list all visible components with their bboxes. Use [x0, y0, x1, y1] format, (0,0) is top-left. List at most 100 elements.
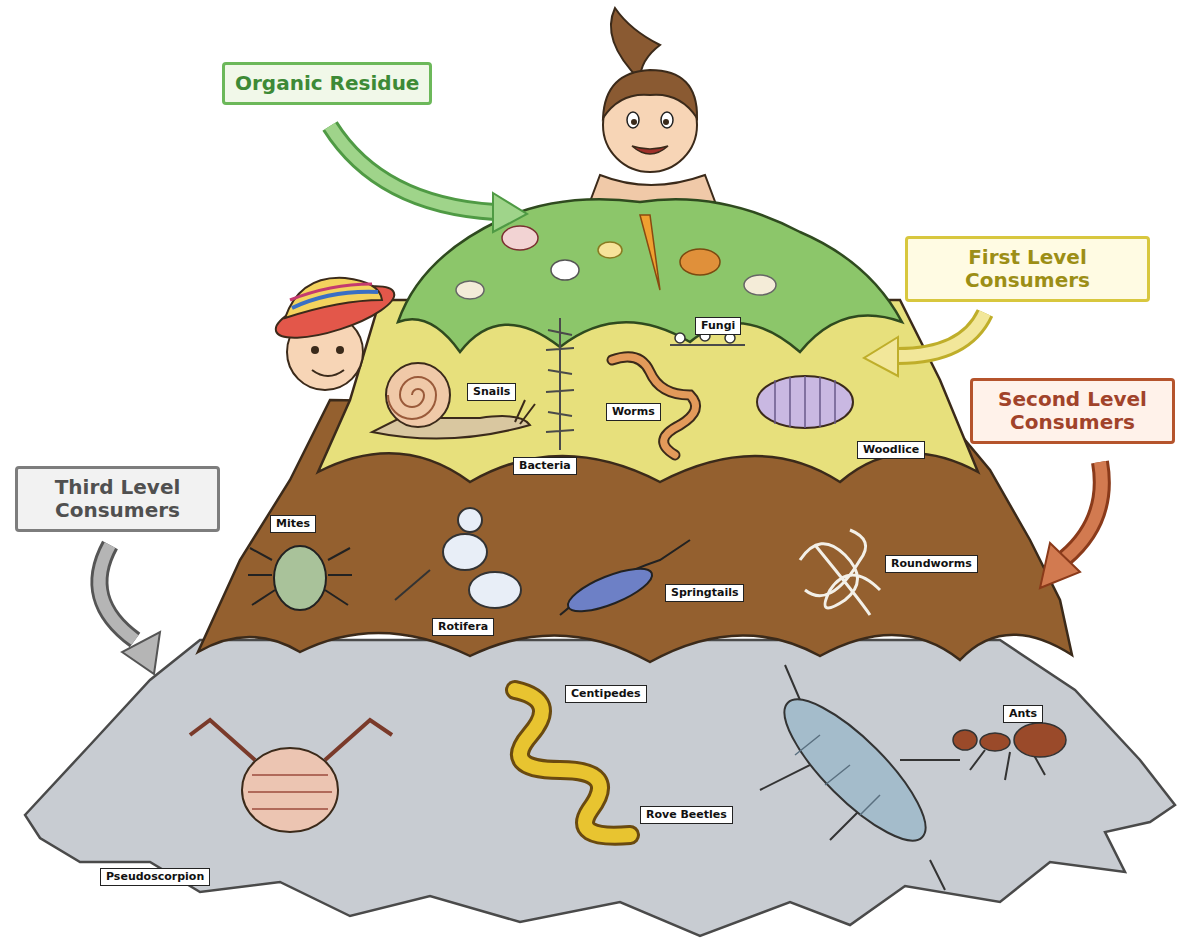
creature-label: Rotifera [432, 618, 494, 636]
label-text: Rotifera [438, 620, 488, 634]
snail-figure-part [386, 363, 450, 427]
centipede-figure-part [515, 690, 630, 836]
creature-label: Fungi [695, 317, 741, 335]
rotifera-figure-part [458, 508, 482, 532]
organic-residue-mound-part [680, 249, 720, 275]
snail-figure-part [515, 400, 535, 424]
callout-text: Second Level Consumers [983, 388, 1162, 434]
label-text: Woodlice [863, 443, 919, 457]
creature-label: Rove Beetles [640, 806, 733, 824]
third-level-band [25, 640, 1175, 936]
springtail-figure-part [563, 560, 657, 620]
creature-label: Roundworms [885, 555, 978, 573]
mite-figure [248, 546, 352, 610]
boy-figure-part [312, 370, 344, 376]
snail-figure-part [372, 416, 530, 438]
rotifera-figure [395, 508, 521, 608]
girl-figure-part [663, 119, 669, 125]
creature-label: Worms [606, 403, 661, 421]
fungi-figure-part [670, 344, 745, 346]
girl-figure-part [603, 70, 697, 118]
organic-residue-mound [398, 199, 902, 352]
boy-figure-part [311, 346, 319, 354]
ant-figure [953, 723, 1066, 780]
creature-label: Pseudoscorpion [100, 868, 210, 886]
fungi-figure-part [675, 333, 685, 343]
first-level-band [318, 300, 978, 482]
label-text: Centipedes [571, 687, 641, 701]
worm-figure-part [612, 357, 696, 455]
organic-residue-mound-part [398, 199, 902, 352]
ant-figure-part [953, 730, 977, 750]
rove-beetle-figure [760, 665, 960, 890]
rove-beetle-figure-part [760, 665, 960, 890]
roundworms-figure [800, 530, 880, 615]
third-level-arrow-part [122, 632, 160, 674]
creature-label: Woodlice [857, 441, 925, 459]
bacteria-figure [546, 318, 574, 450]
girl-figure [585, 8, 720, 215]
creature-label: Springtails [665, 584, 744, 602]
label-text: Bacteria [519, 459, 571, 473]
rove-beetle-figure-part [767, 682, 944, 859]
second-level-arrow-part [1040, 543, 1080, 588]
organic-residue-mound-part [502, 226, 538, 250]
second-level-arrow [1040, 462, 1102, 588]
creature-label: Ants [1003, 705, 1043, 723]
level-callout: Second Level Consumers [970, 378, 1175, 444]
organic-residue-mound-part [456, 281, 484, 299]
ant-figure-part [1014, 723, 1066, 757]
label-text: Mites [276, 517, 310, 531]
snail-figure-part [388, 377, 436, 419]
label-text: Fungi [701, 319, 735, 333]
bacteria-figure-part [546, 318, 574, 450]
third-level-band-part [25, 640, 1175, 936]
centipede-figure [515, 690, 630, 836]
third-level-arrow-part [99, 545, 135, 640]
first-level-band-part [318, 300, 978, 482]
pseudoscorpion-figure [190, 720, 392, 832]
organic-arrow-part [330, 126, 495, 212]
organic-residue-mound-part [640, 215, 660, 290]
creature-label: Centipedes [565, 685, 647, 703]
girl-figure-part [632, 146, 668, 154]
roundworms-figure-part [800, 530, 880, 615]
boy-figure-part [336, 346, 344, 354]
snail-figure [372, 363, 535, 439]
creature-label: Snails [467, 383, 516, 401]
first-level-arrow-part [898, 313, 985, 356]
boy-figure-part [290, 284, 372, 300]
girl-figure-part [627, 112, 639, 128]
label-text: Worms [612, 405, 655, 419]
rove-beetle-figure-part [795, 735, 880, 815]
organic-residue-mound-part [551, 260, 579, 280]
worm-figure-part [612, 357, 696, 455]
worm-figure [612, 357, 696, 455]
centipede-figure-part [515, 690, 630, 836]
third-level-arrow-part [99, 545, 135, 640]
level-callout: First Level Consumers [905, 236, 1150, 302]
organic-residue-mound-part [744, 275, 776, 295]
callout-text: Third Level Consumers [28, 476, 207, 522]
springtail-figure [560, 540, 690, 620]
mite-figure-part [274, 546, 326, 610]
boy-figure [270, 276, 399, 390]
first-level-arrow-part [898, 313, 985, 356]
label-text: Pseudoscorpion [106, 870, 204, 884]
pseudoscorpion-figure-part [242, 748, 338, 832]
label-text: Snails [473, 385, 510, 399]
organic-arrow-part [493, 193, 527, 232]
label-text: Rove Beetles [646, 808, 727, 822]
creature-label: Bacteria [513, 457, 577, 475]
creature-label: Mites [270, 515, 316, 533]
woodlouse-figure-part [757, 376, 853, 428]
callout-text: Organic Residue [235, 72, 419, 95]
woodlouse-figure-part [775, 376, 835, 428]
label-text: Roundworms [891, 557, 972, 571]
boy-figure-part [285, 278, 382, 318]
girl-figure-part [661, 112, 673, 128]
level-callout: Organic Residue [222, 62, 432, 105]
boy-figure-part [270, 276, 399, 349]
organic-arrow [330, 126, 527, 232]
